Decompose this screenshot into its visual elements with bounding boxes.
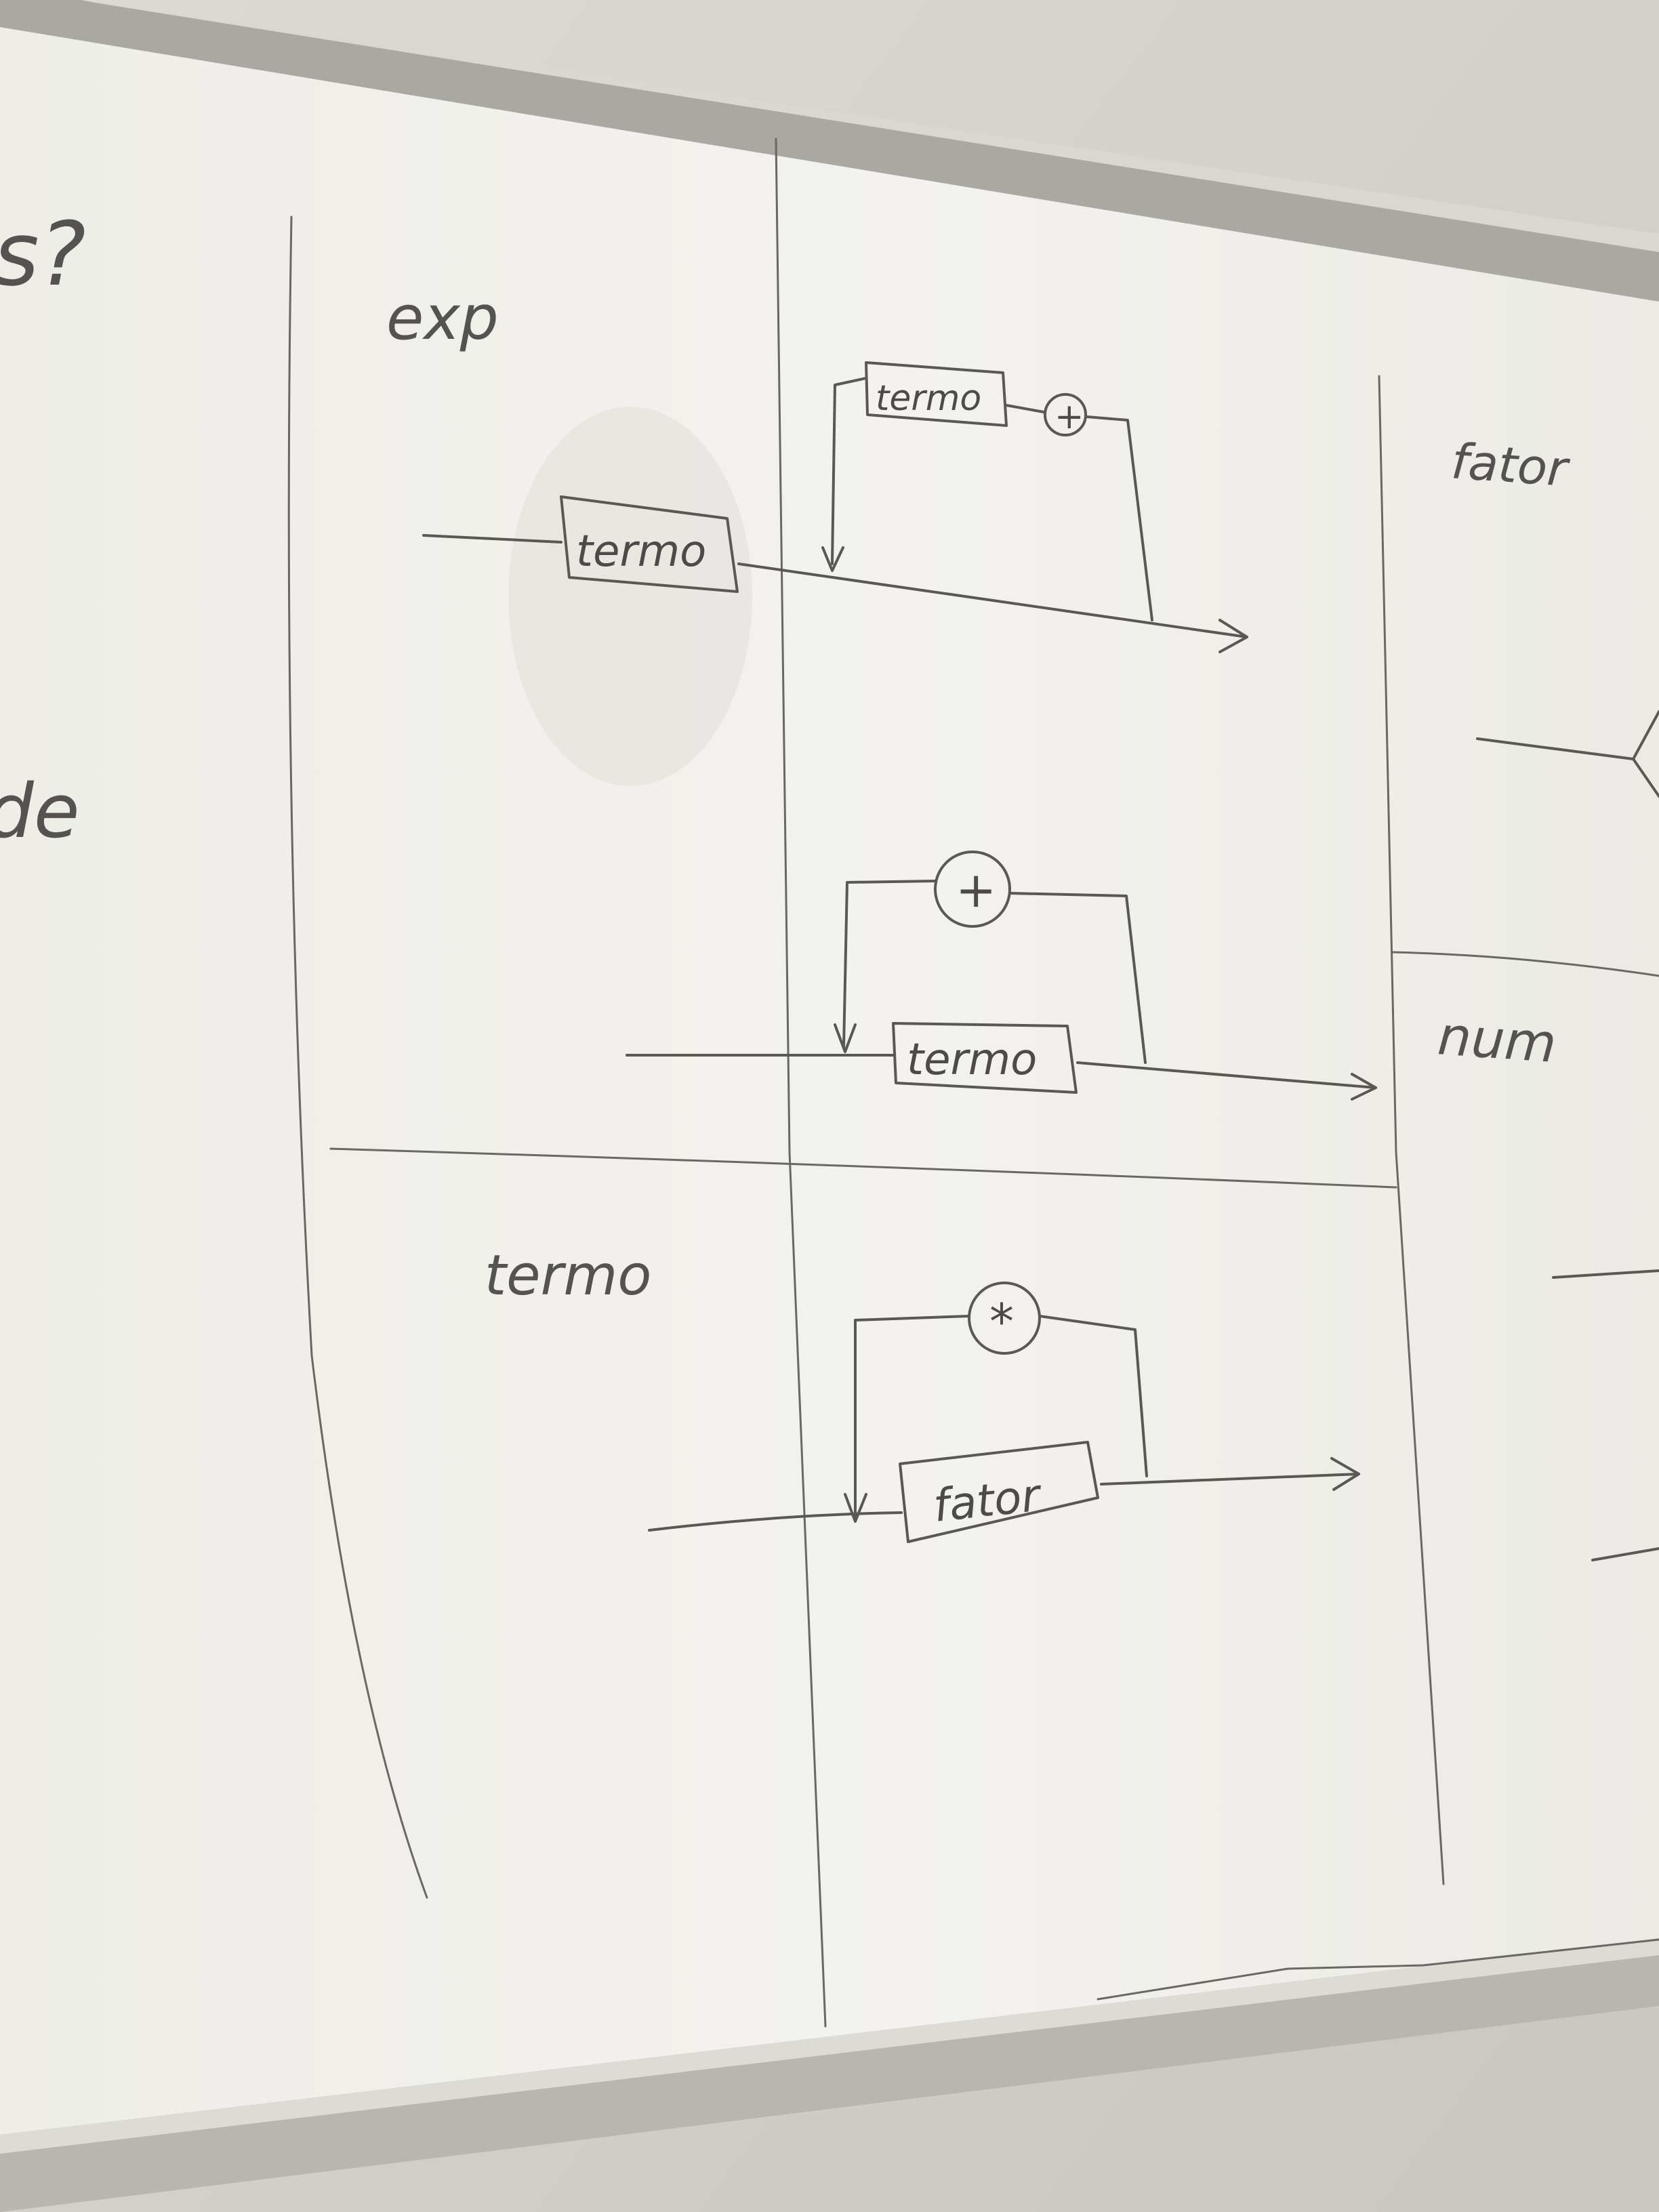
termo-multiply-circle: [968, 1282, 1041, 1355]
exp-top-loop-termo-label: termo: [876, 378, 981, 419]
board-tray-bottom: [0, 1938, 1659, 2212]
divider-right: [1378, 375, 1445, 1885]
exp-top-termo-label: termo: [576, 527, 706, 577]
section-title-fator: fator: [1450, 432, 1572, 497]
divider-left: [287, 216, 428, 1899]
exp-top-plus-circle: [1044, 393, 1087, 436]
board-frame-top: [0, 0, 1659, 302]
exp-alt-plus-label: +: [956, 861, 996, 918]
fator-partial-diagram: [1476, 710, 1659, 798]
divider-horizontal: [329, 1147, 1397, 1189]
exp-alt-termo-box: [892, 1022, 1078, 1094]
exp-top-termo-box: [560, 495, 739, 593]
divider-right-horizontal: [1391, 951, 1659, 977]
termo-fator-label: fator: [931, 1469, 1045, 1532]
left-fragment-de: de: [0, 768, 80, 855]
termo-syntax-diagram: fator *: [648, 1282, 1360, 1543]
whiteboard-surface: [0, 14, 1659, 2142]
termo-multiply-label: *: [989, 1293, 1014, 1350]
exp-top-plus-label: +: [1054, 396, 1084, 437]
divider-center: [775, 138, 827, 2028]
section-title-termo: termo: [485, 1244, 651, 1308]
num-partial-diagram: [1552, 1269, 1659, 1561]
section-title-exp: exp: [386, 283, 499, 354]
exp-syntax-diagram-alt: termo +: [626, 851, 1377, 1101]
exp-alt-termo-label: termo: [907, 1035, 1037, 1085]
left-fragment-question: s?: [0, 203, 86, 306]
exp-alt-plus-circle: [934, 851, 1011, 928]
termo-fator-box: [899, 1441, 1099, 1543]
exp-top-loop-termo-box: [865, 361, 1008, 427]
exp-syntax-diagram-top: termo termo +: [422, 361, 1248, 653]
section-title-num: num: [1436, 1006, 1559, 1075]
